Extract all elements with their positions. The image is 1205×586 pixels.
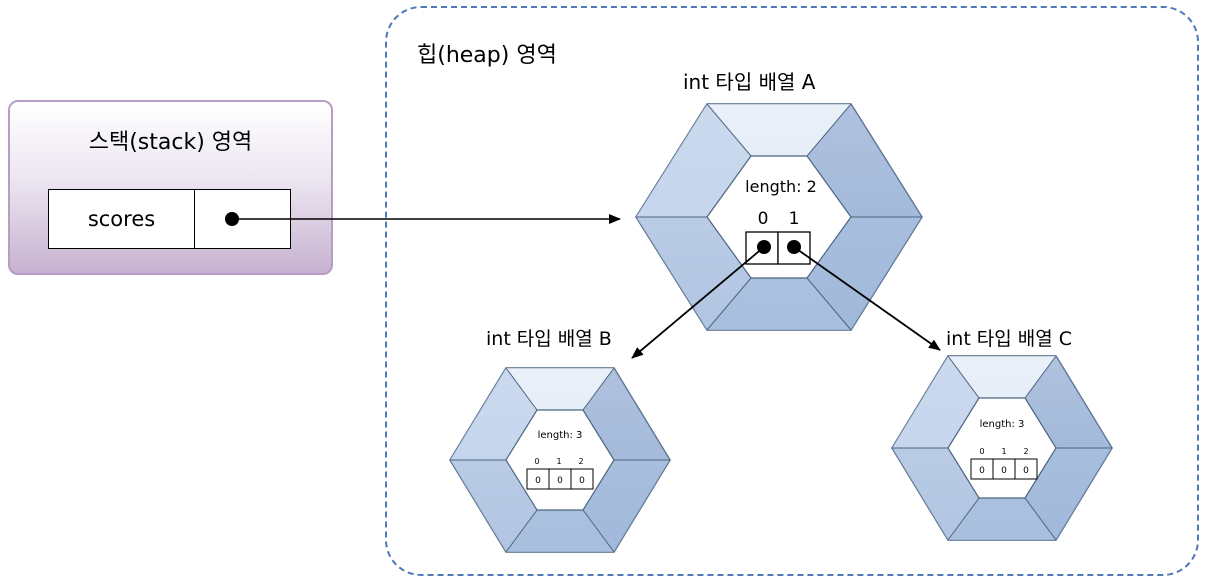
- stack-region-title: 스택(stack) 영역: [88, 130, 253, 155]
- array-b-slots: [526, 468, 594, 490]
- array-b-index-0: 0: [534, 457, 539, 466]
- array-a-to-array-b-arrow: [631, 246, 765, 359]
- array-a-object: length: 2 0 1: [635, 103, 923, 331]
- array-b-length-label: length: 3: [538, 430, 583, 441]
- array-b-value-2: 0: [579, 476, 585, 486]
- array-c-index-2: 2: [1023, 447, 1028, 456]
- array-c-value-0: 0: [979, 466, 985, 476]
- heap-region-title: 힙(heap) 영역: [417, 43, 557, 68]
- array-b-title: int 타입 배열 B: [486, 328, 612, 350]
- variable-name-cell: scores: [48, 189, 195, 249]
- array-c-index-1: 1: [1001, 447, 1006, 456]
- array-a-index-0: 0: [758, 209, 769, 229]
- array-c-slots: [970, 458, 1038, 480]
- array-b-object: length: 3 0 1 2 0 0 0: [449, 367, 671, 553]
- array-c-value-1: 0: [1001, 466, 1007, 476]
- array-a-index-1: 1: [789, 209, 800, 229]
- array-b-index-2: 2: [578, 457, 583, 466]
- array-c-value-2: 0: [1023, 466, 1029, 476]
- array-a-title: int 타입 배열 A: [683, 70, 816, 94]
- array-c-index-0: 0: [979, 447, 984, 456]
- heap-region: [385, 6, 1199, 576]
- array-c-object: length: 3 0 1 2 0 0 0: [891, 355, 1113, 541]
- array-a-length-label: length: 2: [745, 177, 817, 196]
- array-b-index-1: 1: [556, 457, 561, 466]
- array-c-title: int 타입 배열 C: [946, 328, 1073, 350]
- array-a-to-array-c-arrow: [793, 246, 941, 351]
- array-b-value-1: 0: [557, 476, 563, 486]
- array-b-value-0: 0: [535, 476, 541, 486]
- array-c-length-label: length: 3: [980, 419, 1025, 430]
